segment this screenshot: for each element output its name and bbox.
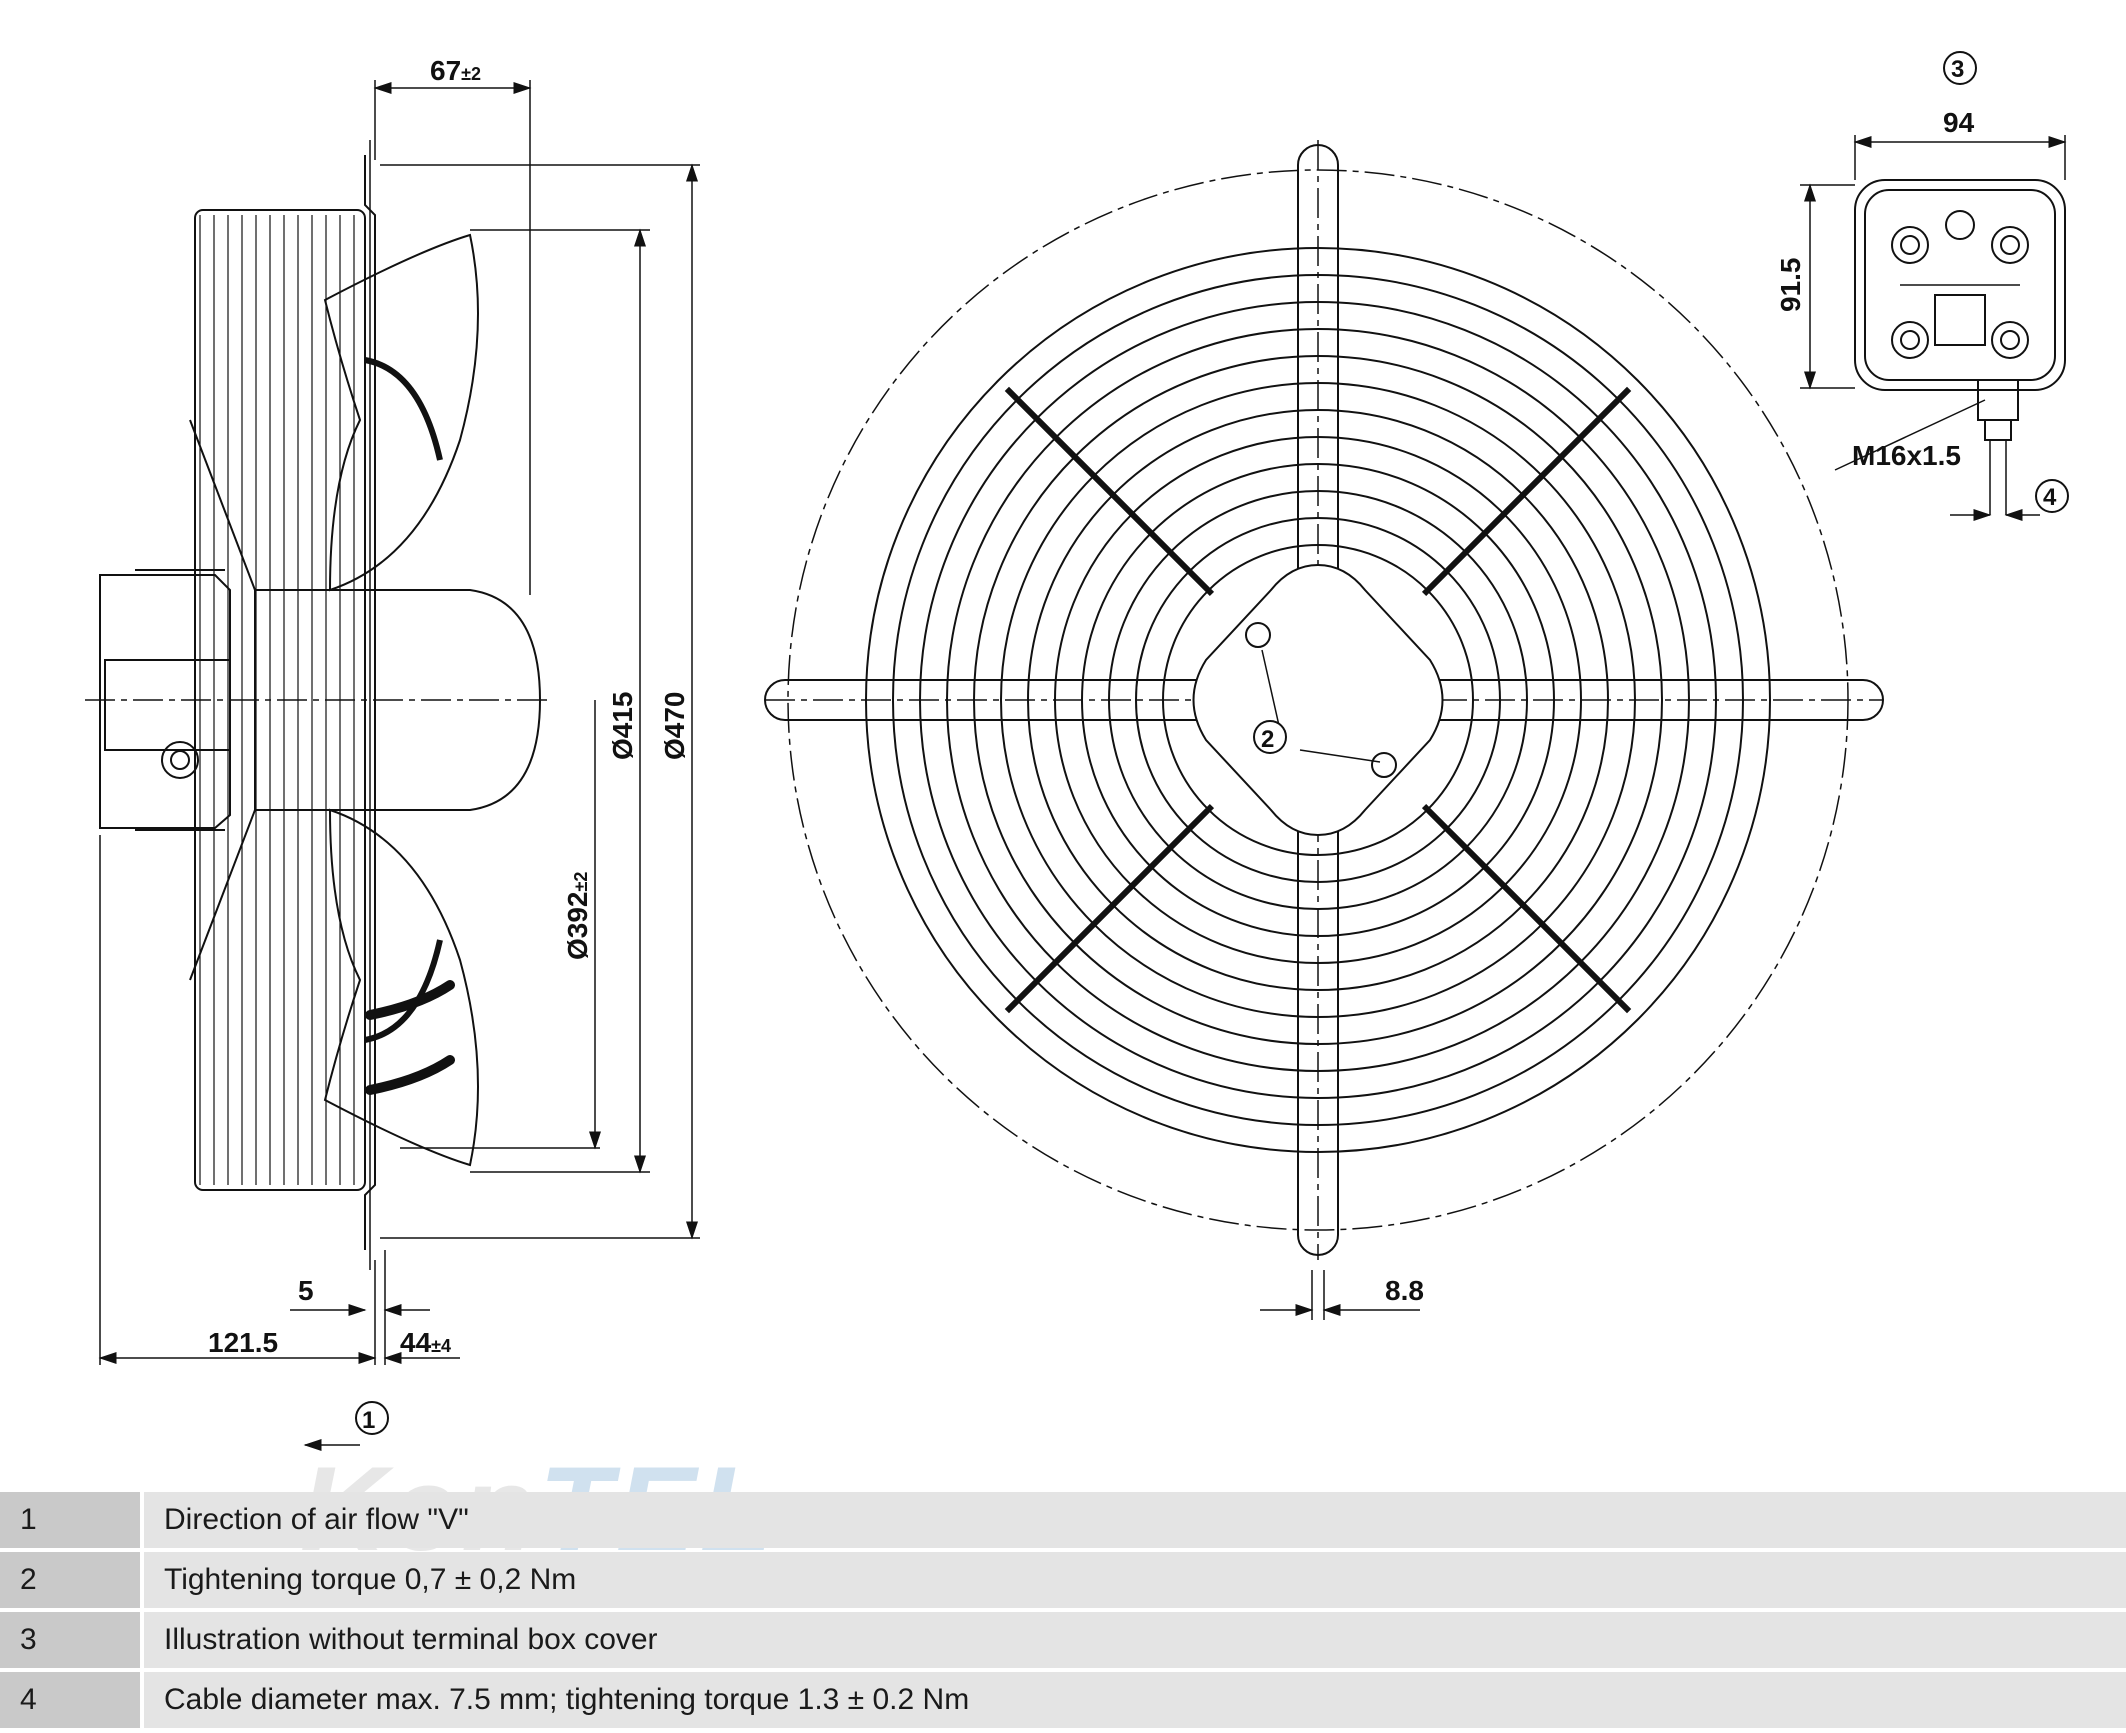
dim-67-label: 67±2 bbox=[430, 55, 481, 86]
callout-4-circle bbox=[2035, 479, 2069, 513]
legend-number: 4 bbox=[0, 1672, 140, 1728]
dim-44-label: 44±4 bbox=[400, 1327, 451, 1358]
legend-table: 1 Direction of air flow "V" 2 Tightening… bbox=[0, 1492, 2126, 1732]
legend-text: Tightening torque 0,7 ± 0,2 Nm bbox=[144, 1552, 2126, 1608]
dia-392-label: Ø392±2 bbox=[562, 872, 593, 960]
terminal-box-view bbox=[1854, 179, 2066, 515]
dim-915-label: 91.5 bbox=[1775, 258, 1806, 313]
guard-spoke bbox=[1421, 803, 1632, 1014]
callout-1-label: 1 bbox=[362, 1407, 375, 1434]
dim-5-label: 5 bbox=[298, 1275, 314, 1306]
dia-415-label: Ø415 bbox=[607, 692, 638, 761]
legend-row: 4 Cable diameter max. 7.5 mm; tightening… bbox=[0, 1672, 2126, 1728]
dim-121-label: 121.5 bbox=[208, 1327, 278, 1358]
guard-spoke bbox=[1004, 386, 1215, 597]
dim-88-label: 8.8 bbox=[1385, 1275, 1424, 1306]
terminal-box-labels: 3 94 91.5 M16x1.5 4 bbox=[1775, 51, 2069, 513]
callout-2-label: 2 bbox=[1261, 726, 1274, 753]
side-view-dimensions bbox=[98, 80, 700, 1451]
legend-row: 2 Tightening torque 0,7 ± 0,2 Nm bbox=[0, 1552, 2126, 1608]
front-view-labels: 2 8.8 bbox=[1260, 726, 1424, 1320]
guard-spokes bbox=[1004, 386, 1632, 1014]
side-view-labels: 67±2 Ø415 Ø470 Ø392±2 5 121.5 44±4 1 bbox=[208, 55, 690, 1435]
legend-row: 1 Direction of air flow "V" bbox=[0, 1492, 2126, 1548]
technical-drawing: 67±2 Ø415 Ø470 Ø392±2 5 121.5 44±4 1 2 bbox=[85, 51, 2069, 1451]
legend-text: Direction of air flow "V" bbox=[144, 1492, 2126, 1548]
thread-label: M16x1.5 bbox=[1852, 440, 1961, 471]
callout-4-label: 4 bbox=[2043, 484, 2057, 511]
guard-spoke bbox=[1421, 386, 1632, 597]
callout-1-circle bbox=[355, 1401, 389, 1435]
callout-3-label: 3 bbox=[1951, 56, 1964, 83]
terminal-box-dimensions bbox=[1800, 135, 2067, 521]
legend-row: 3 Illustration without terminal box cove… bbox=[0, 1612, 2126, 1668]
legend-number: 2 bbox=[0, 1552, 140, 1608]
legend-text: Illustration without terminal box cover bbox=[144, 1612, 2126, 1668]
side-view bbox=[85, 140, 550, 1270]
callout-3-circle bbox=[1943, 51, 1977, 85]
dim-94-label: 94 bbox=[1943, 107, 1975, 138]
legend-number: 1 bbox=[0, 1492, 140, 1548]
dia-470-label: Ø470 bbox=[659, 692, 690, 761]
guard-spoke bbox=[1004, 803, 1215, 1014]
legend-text: Cable diameter max. 7.5 mm; tightening t… bbox=[144, 1672, 2126, 1728]
legend-number: 3 bbox=[0, 1612, 140, 1668]
front-view bbox=[764, 140, 1884, 1260]
